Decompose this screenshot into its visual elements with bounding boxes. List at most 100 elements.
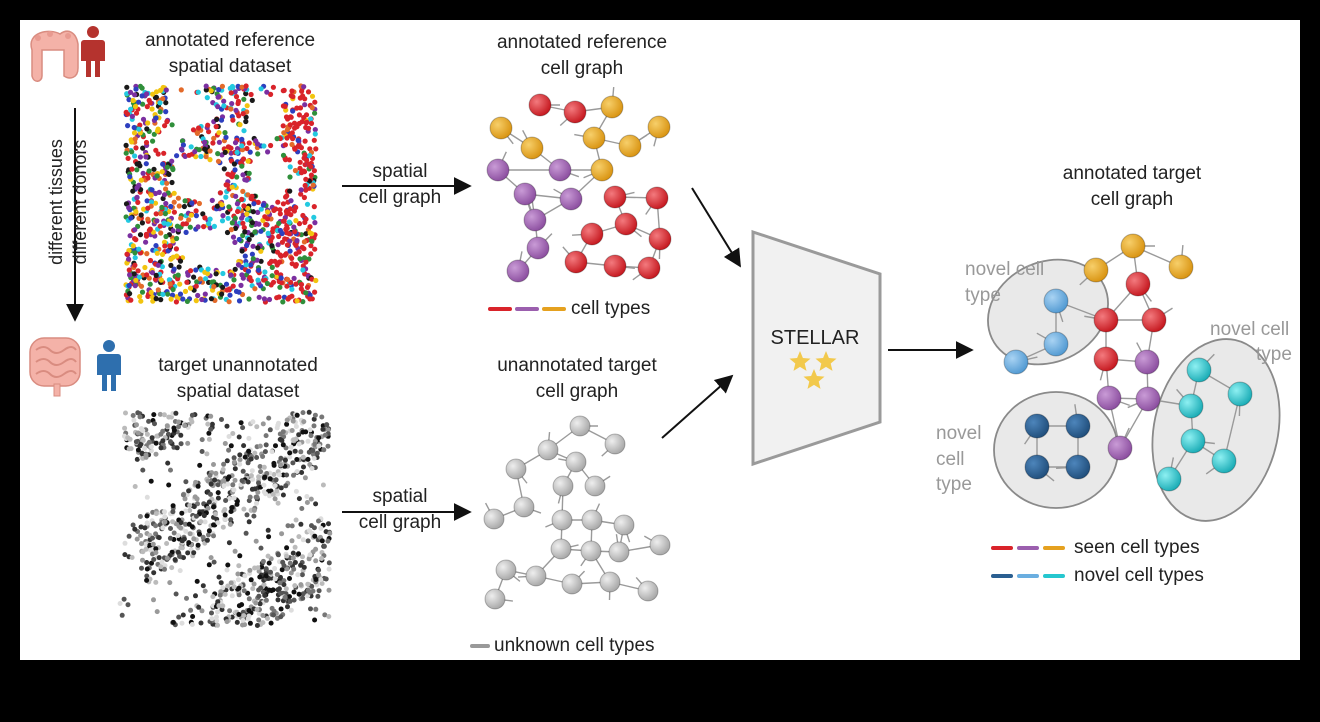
ref-tissue-dot [309, 231, 315, 237]
target-tissue-dot [254, 494, 260, 500]
ref-tissue-dot [193, 283, 199, 289]
ref-tissue-dot [131, 124, 137, 131]
cell-node [565, 451, 587, 473]
ref-tissue-dot [139, 93, 145, 99]
ref-tissue-dot [192, 149, 198, 155]
target-tissue-dot [153, 511, 159, 517]
ref-tissue-dot [209, 279, 215, 285]
ref-tissue-dot [171, 190, 177, 196]
ref-tissue-dot [300, 212, 306, 219]
ref-tissue-dot [133, 209, 139, 215]
target-tissue-dot [288, 444, 294, 450]
ref-tissue-dot [284, 283, 290, 289]
target-tissue-dot [148, 444, 154, 450]
target-tissue-dot [210, 594, 216, 600]
target-tissue-dot [174, 445, 180, 451]
ref-tissue-dot [282, 157, 289, 163]
target-tissue-dot [219, 417, 224, 422]
ref-tissue-dot [136, 99, 142, 105]
cell-node [637, 580, 659, 602]
ref-tissue-dot [260, 202, 266, 208]
ref-tissue-dot [278, 275, 284, 281]
ref-tissue-dot [205, 266, 211, 272]
target-tissue-dot [291, 472, 296, 478]
ref-tissue-dot [128, 297, 134, 303]
target-tissue-dot [305, 587, 311, 593]
ref-tissue-dot [153, 89, 160, 95]
target-tissue-dot [146, 418, 152, 424]
ref-tissue-dot [156, 189, 162, 195]
legend-seen-label: seen cell types [1074, 537, 1200, 558]
cell-node [523, 208, 547, 232]
ref-tissue-dot [280, 88, 286, 94]
cell-node [649, 534, 671, 556]
target-tissue-dot [206, 562, 212, 568]
ref-tissue-dot [216, 130, 222, 136]
target-tissue-dot [312, 617, 318, 623]
target-tissue-dot [300, 537, 306, 543]
ref-tissue-dot [160, 291, 166, 297]
ref-tissue-dot [169, 122, 175, 128]
star-icon [789, 351, 837, 389]
target-tissue-dot [285, 604, 290, 610]
target-tissue-dot [289, 538, 295, 544]
target-tissue-dot [215, 482, 221, 488]
ref-tissue-dot [268, 237, 274, 243]
ref-tissue-dot [134, 161, 140, 167]
target-tissue-dot [200, 583, 206, 589]
cell-node [561, 573, 583, 595]
target-tissue-dot [267, 476, 273, 482]
target-tissue-dot [298, 449, 304, 455]
target-tissue-dot [216, 603, 222, 609]
target-tissue-dot [159, 559, 165, 565]
target-tissue-dot [326, 587, 332, 593]
ref-tissue-dot [211, 284, 217, 290]
cell-node [486, 158, 510, 182]
ref-tissue-dot [243, 114, 249, 120]
target-tissue-dot [228, 517, 234, 523]
target-tissue-dot [153, 546, 159, 552]
ref-tissue-dot [168, 296, 174, 302]
ref-tissue-dot [218, 117, 225, 123]
target-tissue-dot [300, 554, 305, 560]
ref-tissue-dot [201, 224, 207, 230]
target-tissue-dot [178, 545, 184, 551]
ref-tissue-dot [136, 274, 142, 280]
target-tissue-dot [252, 565, 258, 571]
ref-tissue-dot [274, 295, 280, 301]
target-tissue-dot [126, 533, 132, 539]
target-tissue-dot [281, 563, 287, 569]
target-tissue-dot [237, 461, 243, 467]
ref-tissue-dot [249, 97, 255, 103]
ref-tissue-dot [227, 172, 233, 178]
target-tissue-dot [256, 480, 261, 486]
target-tissue-dot [134, 422, 139, 428]
target-tissue-dot [296, 534, 302, 540]
target-tissue-dot [266, 534, 272, 540]
target-tissue-dot [251, 581, 257, 587]
target-tissue-dot [309, 583, 315, 589]
target-tissue-dot [207, 473, 213, 478]
spatial-label-bottom-2: cell graph [358, 512, 442, 533]
ref-tissue-dot [161, 150, 167, 156]
ref-tissue-dot [309, 93, 316, 99]
target-tissue-dot [292, 544, 298, 550]
ref-tissue-dot [213, 124, 219, 130]
target-tissue-dot [290, 460, 296, 466]
ref-tissue-dot [141, 206, 147, 212]
target-tissue-dot [215, 520, 221, 526]
target-tissue-dot [310, 448, 316, 453]
target-tissue-dot [258, 545, 264, 551]
cell-node [581, 509, 603, 531]
target-tissue-dot [143, 541, 149, 547]
target-tissue-dot [326, 566, 332, 572]
target-tissue-dot [278, 455, 284, 461]
ref-tissue-dot [171, 199, 177, 205]
ref-tissue-dot [249, 251, 255, 257]
ref-tissue-dot [223, 134, 229, 140]
ref-tissue-dot [167, 243, 173, 249]
cell-node [1043, 331, 1069, 357]
target-tissue-dot [310, 451, 316, 457]
ref-tissue-dot [236, 289, 242, 295]
ref-tissue-dot [168, 262, 174, 268]
